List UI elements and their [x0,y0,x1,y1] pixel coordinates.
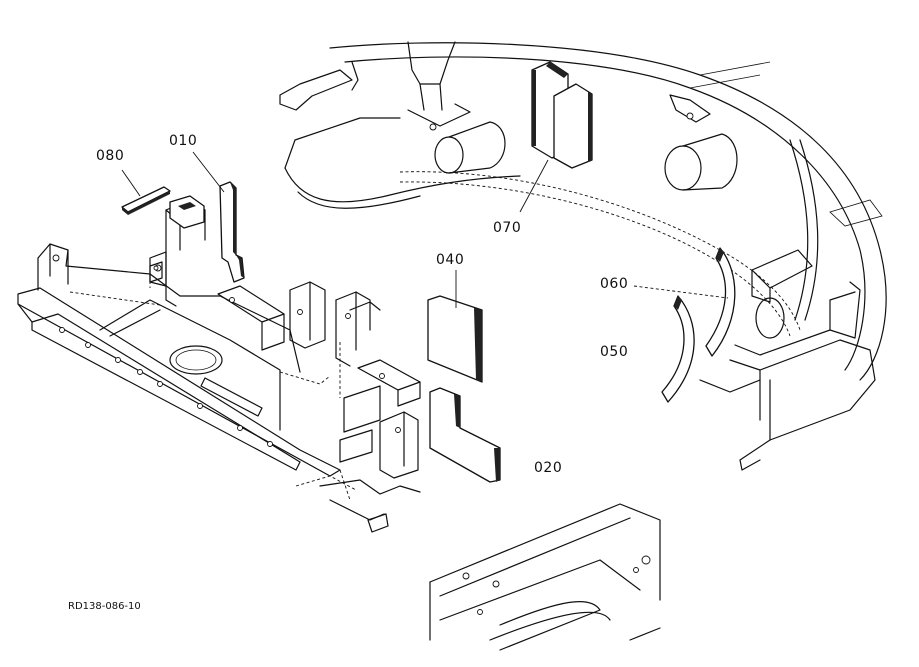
callout-020: 020 [534,460,563,476]
part-010-l-rubber [219,181,245,283]
part-060-curved-strip [705,247,736,357]
part-020-l-pad [429,387,501,483]
block-near-010 [169,195,205,229]
drawing-reference-code: RD138-086-10 [68,601,141,612]
callout-070: 070 [493,220,522,236]
main-chassis-frame [17,199,421,533]
upper-frame-arc [279,41,887,471]
callout-050: 050 [600,344,629,360]
callout-060: 060 [600,276,629,292]
callout-040: 040 [436,252,465,268]
part-070-block [531,61,593,169]
part-080-strip [121,186,171,215]
lower-panel-fragment [429,503,661,651]
callout-080: 080 [96,148,125,164]
part-050-curved-strip [661,295,695,403]
callout-010: 010 [169,133,198,149]
leader-lines [121,151,729,308]
part-040-pad [427,295,483,383]
